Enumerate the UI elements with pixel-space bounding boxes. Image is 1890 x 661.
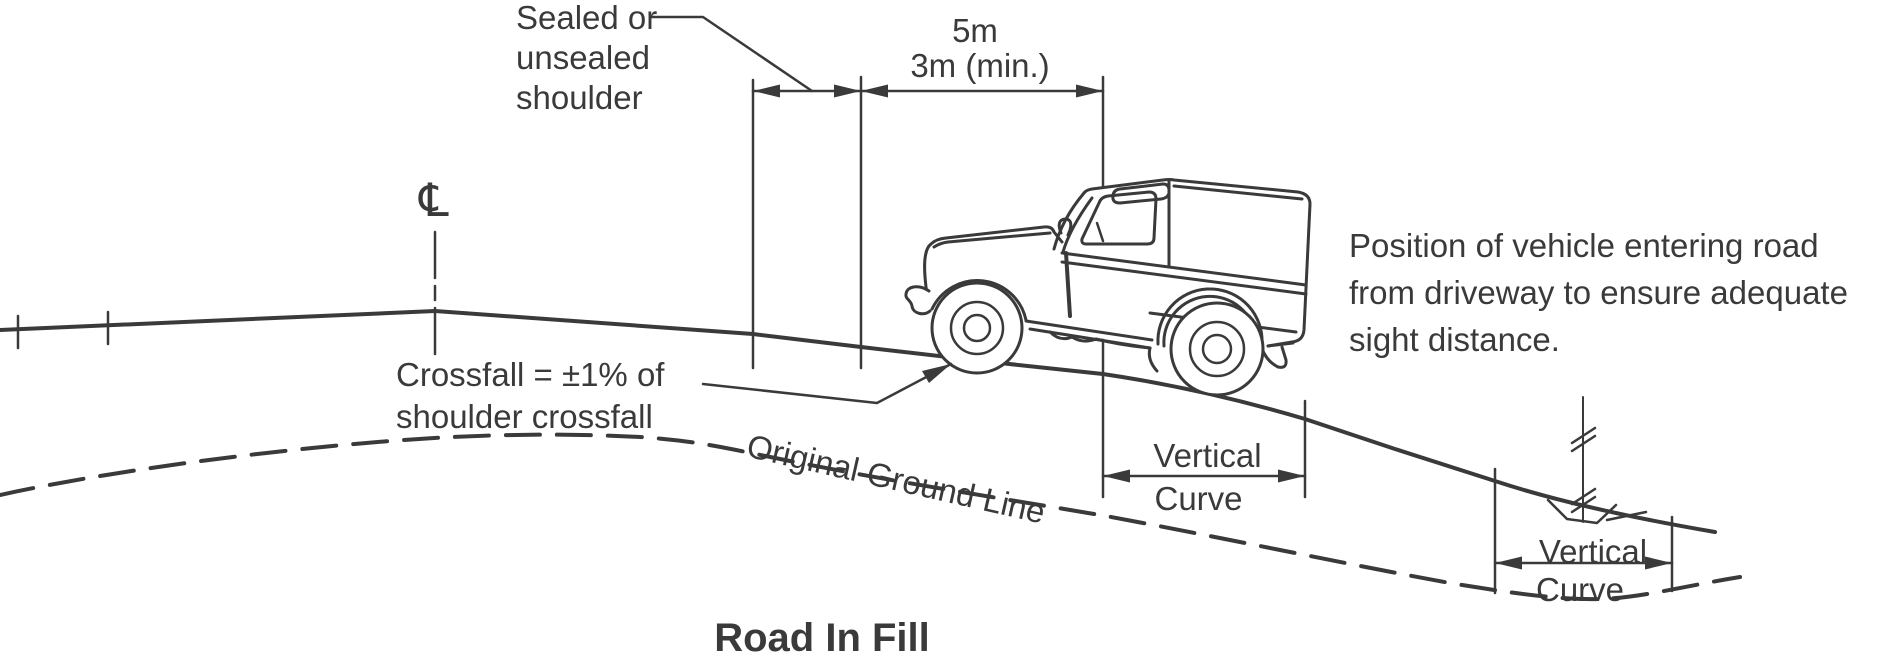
crossfall-leader-line bbox=[701, 362, 953, 405]
crossfall-note-label: Crossfall = ±1% of shoulder crossfall bbox=[396, 356, 665, 435]
dimension-arrowheads bbox=[753, 84, 1672, 570]
centerline-symbol: ℄ bbox=[419, 173, 449, 227]
vertical-curve-1-label-line1: Vertical bbox=[1153, 437, 1262, 474]
arrow-right-icon bbox=[1278, 469, 1305, 483]
crossfall-arrowhead-icon bbox=[922, 364, 951, 383]
arrow-right-icon bbox=[1076, 84, 1103, 98]
arrow-right-icon bbox=[1645, 556, 1672, 570]
vehicle-position-note-label: Position of vehicle entering road from d… bbox=[1349, 227, 1848, 358]
vertical-curve-2-label-line2: Curve bbox=[1535, 571, 1625, 608]
rear-wheel bbox=[1169, 301, 1265, 397]
road-edge-ticks bbox=[16, 310, 110, 350]
vertical-curve-2-label-line1: Vertical bbox=[1538, 533, 1648, 570]
front-wheel bbox=[930, 281, 1024, 375]
shoulder-note-label: Sealed or unsealed shoulder bbox=[516, 0, 658, 116]
arrow-left-icon bbox=[753, 84, 780, 98]
arrow-left-icon bbox=[861, 84, 888, 98]
break-marks bbox=[1570, 426, 1597, 514]
arrow-right-icon bbox=[834, 84, 861, 98]
arrow-left-icon bbox=[1495, 556, 1522, 570]
shoulder-leader-line bbox=[648, 15, 814, 93]
diagram-title: Road In Fill bbox=[714, 616, 930, 660]
offset-dimension-lower-label: 3m (min.) bbox=[910, 47, 1050, 84]
vehicle-mirror bbox=[1057, 217, 1073, 237]
culvert-outline bbox=[1546, 498, 1648, 525]
original-ground-line-dashed bbox=[0, 432, 1742, 602]
vehicle-illustration bbox=[904, 178, 1312, 397]
driveway-marker-line bbox=[1570, 396, 1597, 523]
vehicle-body-outline bbox=[904, 178, 1312, 373]
vehicle-windshield bbox=[1080, 190, 1158, 246]
arrow-left-icon bbox=[1103, 469, 1130, 483]
vehicle-door-line bbox=[1064, 251, 1072, 318]
vehicle-wiper bbox=[1095, 221, 1105, 243]
vertical-curve-1-label-line2: Curve bbox=[1154, 480, 1243, 517]
offset-dimension-upper-label: 5m bbox=[952, 12, 998, 49]
